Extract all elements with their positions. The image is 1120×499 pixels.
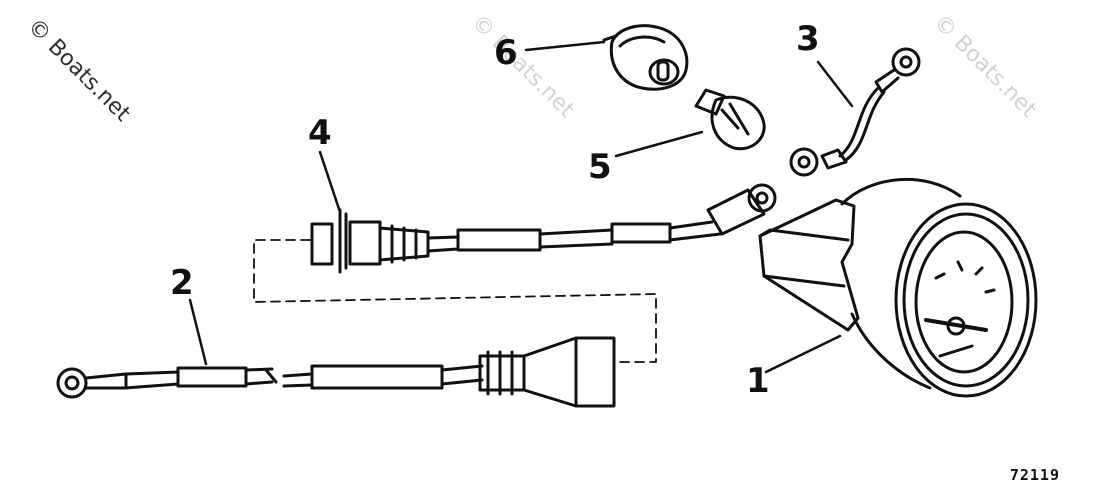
ground-lead-part-3 — [789, 47, 921, 177]
lamp-bulb-part-5 — [694, 88, 766, 151]
leader-6 — [524, 40, 606, 52]
callout-5: 5 — [588, 147, 612, 187]
gauge-assembly-part-1 — [758, 177, 1038, 398]
callout-3: 3 — [796, 19, 820, 59]
leader-2 — [188, 298, 208, 366]
dashed-routing-line — [253, 239, 657, 363]
callout-1: 1 — [746, 361, 770, 401]
leader-3 — [816, 60, 854, 108]
leader-lines — [188, 40, 854, 374]
leader-5 — [614, 130, 704, 158]
leader-1 — [764, 334, 842, 374]
callout-6: 6 — [494, 33, 518, 73]
harness-cable-part-2 — [56, 336, 616, 408]
leader-4 — [318, 150, 342, 214]
callout-2: 2 — [170, 263, 194, 303]
gauge-lead-part-4 — [310, 183, 777, 274]
lamp-socket-part-6 — [602, 24, 689, 91]
drawing-number: 72119 — [1009, 466, 1060, 484]
callout-4: 4 — [308, 113, 332, 153]
